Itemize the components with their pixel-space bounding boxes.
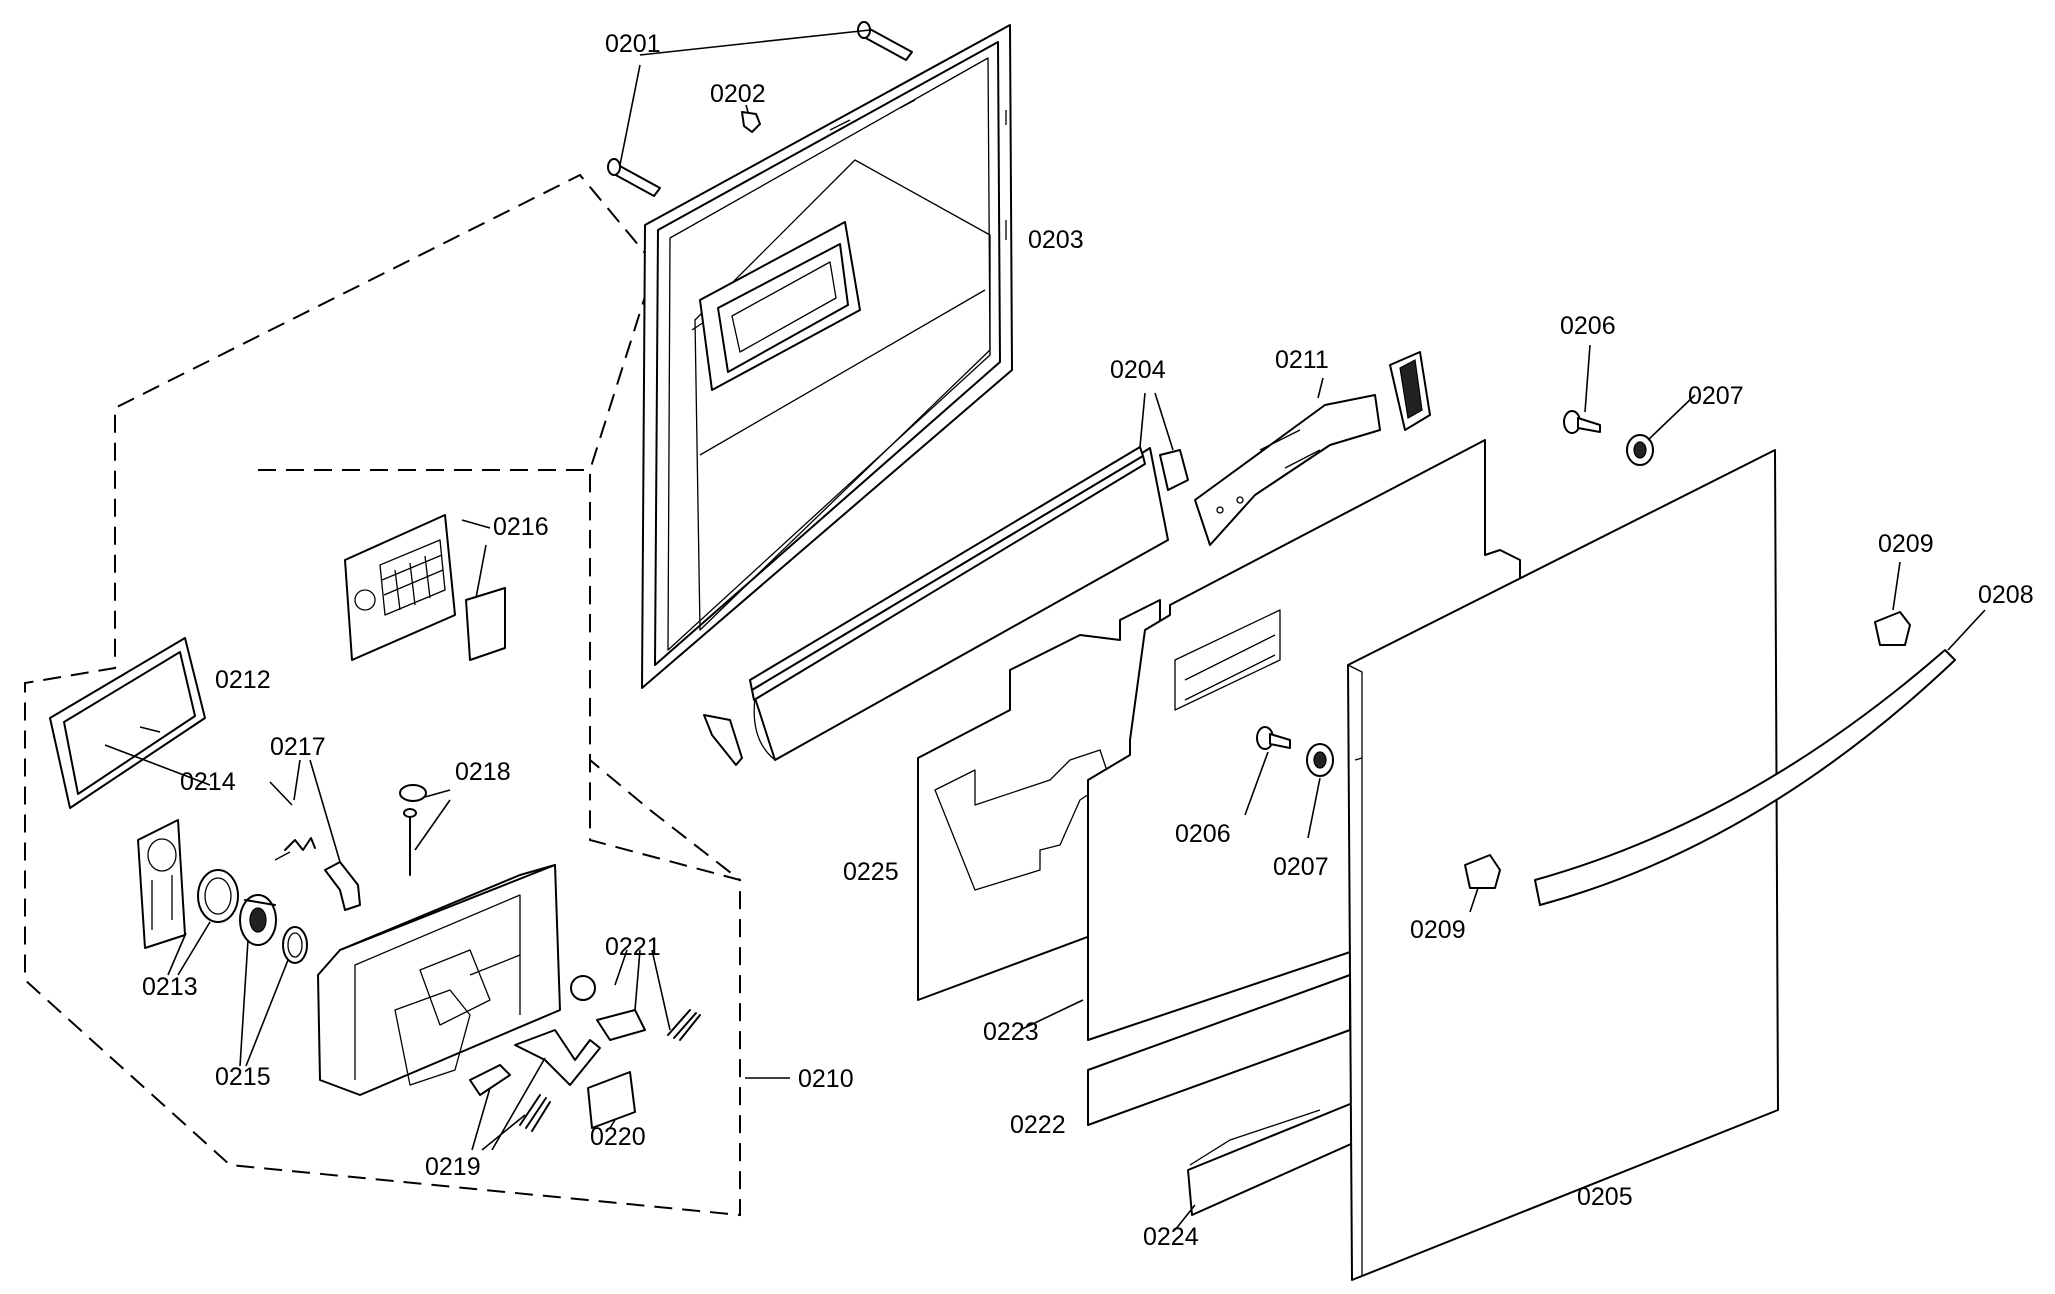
screw-0206-top	[1563, 410, 1601, 434]
filter-pad-0216	[465, 587, 506, 661]
label-0219: 0219	[425, 1153, 481, 1181]
label-0220: 0220	[590, 1123, 646, 1151]
cap-0209-mid	[1464, 854, 1501, 889]
dispenser-cover-0216	[344, 514, 456, 661]
label-0204: 0204	[1110, 356, 1166, 384]
label-0225: 0225	[843, 858, 899, 886]
bushing-0215	[239, 894, 277, 946]
label-0209-top: 0209	[1878, 530, 1934, 558]
outer-door-0205	[1347, 449, 1779, 1281]
label-0206-mid: 0206	[1175, 820, 1231, 848]
screw-0201-top	[857, 21, 913, 61]
hinge-bracket-0211	[1194, 351, 1431, 546]
label-0205: 0205	[1577, 1183, 1633, 1211]
hook-0217	[324, 861, 361, 911]
label-0218: 0218	[455, 758, 511, 786]
label-0202: 0202	[710, 80, 766, 108]
ball-0221	[570, 975, 596, 1001]
lever-0219	[514, 1029, 601, 1086]
dispenser-body-0210	[317, 864, 561, 1096]
nut-0207-mid	[1306, 743, 1334, 777]
label-0207-top: 0207	[1688, 382, 1744, 410]
label-0203: 0203	[1028, 226, 1084, 254]
lever-0213	[137, 819, 186, 949]
label-0207-mid: 0207	[1273, 853, 1329, 881]
label-0224: 0224	[1143, 1223, 1199, 1251]
switch-0220	[587, 1071, 636, 1129]
spring-0221	[667, 1009, 701, 1041]
label-0206-top: 0206	[1560, 312, 1616, 340]
seal-ring-0214	[197, 869, 239, 923]
handle-0208	[1534, 649, 1956, 906]
label-0223: 0223	[983, 1018, 1039, 1046]
plunger-0218	[399, 784, 427, 876]
clip-0204	[1159, 449, 1189, 491]
control-module-outline	[258, 469, 741, 881]
label-0213: 0213	[142, 973, 198, 1001]
seal-strip-0204	[703, 446, 1169, 766]
label-0215: 0215	[215, 1063, 271, 1091]
label-0222: 0222	[1010, 1111, 1066, 1139]
toe-kick-0224	[1187, 1099, 1361, 1216]
latch-0221	[596, 1009, 646, 1041]
spring-0219	[519, 1094, 551, 1132]
label-0214: 0214	[180, 768, 236, 796]
inner-door-0203	[641, 24, 1013, 689]
screw-0201-left	[607, 158, 661, 197]
callout-labels: 0201 0202 0203 0204 0211 0206 0207 0209 …	[142, 30, 2034, 1251]
label-0216: 0216	[493, 513, 549, 541]
o-ring-0215	[282, 926, 308, 964]
clip-0219	[469, 1064, 511, 1096]
label-0212: 0212	[215, 666, 271, 694]
label-0210: 0210	[798, 1065, 854, 1093]
gasket-frame-0212	[49, 637, 206, 809]
leader-lines	[104, 29, 1986, 1231]
screw-0206-mid	[1256, 726, 1291, 750]
clip-0202	[741, 111, 761, 133]
cap-0209-top	[1874, 611, 1911, 646]
spring-0217	[274, 837, 316, 861]
label-0211: 0211	[1275, 346, 1329, 374]
label-0209-mid: 0209	[1410, 916, 1466, 944]
nut-0207-top	[1626, 434, 1654, 466]
label-0208: 0208	[1978, 581, 2034, 609]
label-0201: 0201	[605, 30, 661, 58]
label-0217: 0217	[270, 733, 326, 761]
label-0221: 0221	[605, 933, 661, 961]
